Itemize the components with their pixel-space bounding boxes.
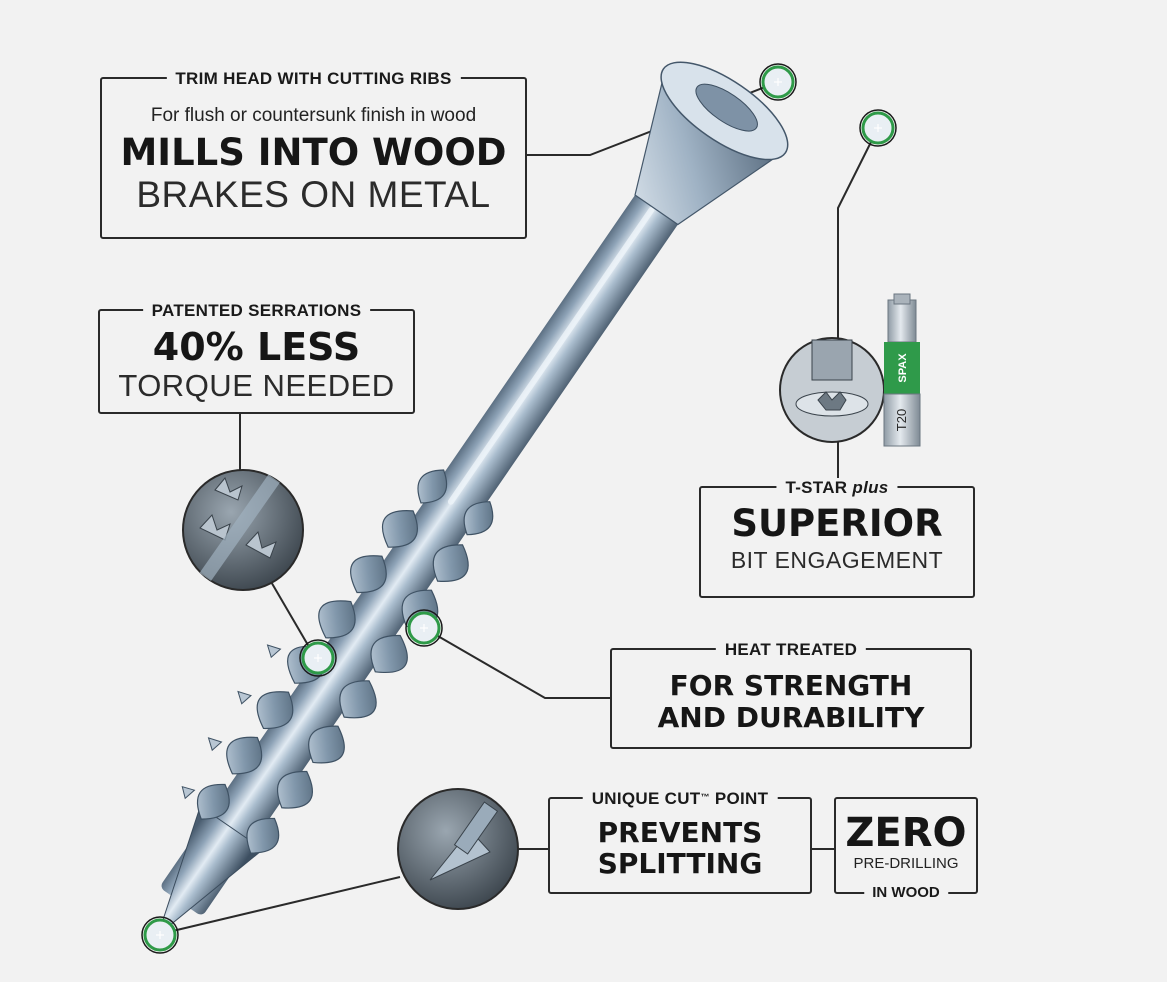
t-star-label-emphasis: plus xyxy=(852,478,889,497)
t-star-tagline: BIT ENGAGEMENT xyxy=(730,547,944,573)
callout-zero: ZERO PRE-DRILLING IN WOOD xyxy=(834,797,978,903)
cut-point-line2: SPLITTING xyxy=(597,847,763,880)
serrations-tagline: TORQUE NEEDED xyxy=(118,368,395,403)
trim-head-tagline: BRAKES ON METAL xyxy=(136,174,491,215)
callout-cut-point: UNIQUE CUT™ POINT PREVENTS SPLITTING xyxy=(548,789,812,894)
callout-trim-head: TRIM HEAD WITH CUTTING RIBS For flush or… xyxy=(100,69,527,239)
zero-label-bottom: IN WOOD xyxy=(864,883,948,903)
zoom-t-star xyxy=(779,337,885,443)
callout-t-star: T-STAR plus SUPERIOR BIT ENGAGEMENT xyxy=(699,478,975,598)
heat-line2: AND DURABILITY xyxy=(657,701,925,734)
cut-point-line1: PREVENTS xyxy=(597,816,763,849)
heat-line1: FOR STRENGTH xyxy=(669,669,913,702)
trim-head-label: TRIM HEAD WITH CUTTING RIBS xyxy=(166,69,461,89)
heat-label: HEAT TREATED xyxy=(715,640,867,660)
cut-point-label-end: POINT xyxy=(709,789,769,808)
t-star-headline: SUPERIOR xyxy=(731,502,943,545)
cut-point-label-main: UNIQUE CUT xyxy=(591,789,701,808)
cut-point-trademark: ™ xyxy=(700,792,710,802)
screw xyxy=(156,61,789,937)
t-star-label: T-STAR plus xyxy=(776,478,898,498)
serrations-headline: 40% LESS xyxy=(152,325,361,369)
bit-brand-text: SPAX xyxy=(897,353,909,383)
zoom-cut-point xyxy=(397,788,519,910)
zoom-serrations xyxy=(182,469,304,591)
zero-headline: ZERO xyxy=(845,810,967,856)
t20-bit: SPAX T20 xyxy=(883,293,921,447)
t-star-label-main: T-STAR xyxy=(785,478,853,497)
trim-head-subtitle: For flush or countersunk finish in wood xyxy=(150,105,477,126)
callout-heat-treated: HEAT TREATED FOR STRENGTH AND DURABILITY xyxy=(610,640,972,749)
callout-serrations: PATENTED SERRATIONS 40% LESS TORQUE NEED… xyxy=(98,301,415,414)
trim-head-headline: MILLS INTO WOOD xyxy=(120,131,507,174)
marker-crosshairs xyxy=(156,78,882,939)
bit-size-text: T20 xyxy=(894,409,909,431)
zero-sub: PRE-DRILLING xyxy=(853,855,959,872)
serrations-label: PATENTED SERRATIONS xyxy=(142,301,371,321)
cut-point-label: UNIQUE CUT™ POINT xyxy=(582,789,778,809)
